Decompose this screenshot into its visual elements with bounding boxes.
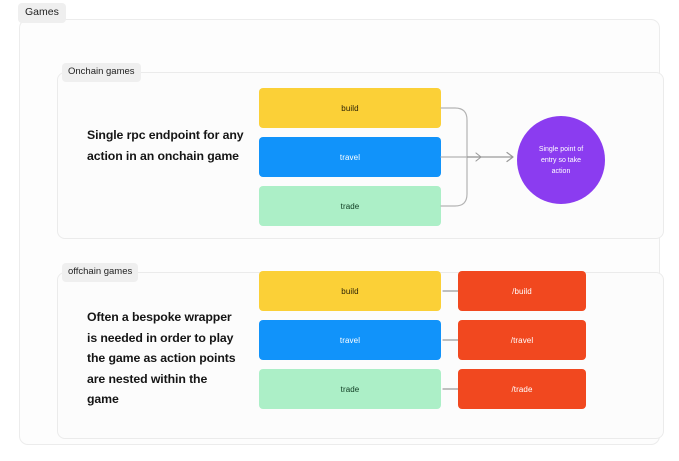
breadcrumb-games-chip: Games <box>18 3 66 23</box>
action-box-label: travel <box>339 152 361 162</box>
single-entry-point-circle[interactable]: Single point of entry so take action <box>517 116 605 204</box>
endpoint-box-label: /build <box>512 286 532 296</box>
action-box-travel-onchain[interactable]: travel <box>259 137 441 177</box>
action-box-build-offchain[interactable]: build <box>259 271 441 311</box>
action-box-trade-onchain[interactable]: trade <box>259 186 441 226</box>
action-box-trade-offchain[interactable]: trade <box>259 369 441 409</box>
section-onchain-label: Onchain games <box>62 63 141 82</box>
endpoint-box-trade[interactable]: /trade <box>458 369 586 409</box>
action-box-label: build <box>341 103 359 113</box>
diagram-outer-card: Onchain games Single rpc endpoint for an… <box>19 19 664 445</box>
action-box-label: trade <box>340 384 360 394</box>
action-box-build-onchain[interactable]: build <box>259 88 441 128</box>
endpoint-box-label: /travel <box>510 335 534 345</box>
connector-merge-onchain <box>440 107 514 207</box>
section-onchain-description: Single rpc endpoint for any action in an… <box>87 128 244 163</box>
action-box-label: build <box>341 286 359 296</box>
action-box-travel-offchain[interactable]: travel <box>259 320 441 360</box>
section-offchain-description: Often a bespoke wrapper is needed in ord… <box>87 310 236 406</box>
endpoint-box-label: /trade <box>511 384 533 394</box>
action-box-label: trade <box>340 201 360 211</box>
single-entry-point-label: Single point of entry so take action <box>538 145 584 175</box>
action-box-label: travel <box>339 335 361 345</box>
endpoint-box-travel[interactable]: /travel <box>458 320 586 360</box>
endpoint-box-build[interactable]: /build <box>458 271 586 311</box>
section-offchain-label: offchain games <box>62 263 139 282</box>
